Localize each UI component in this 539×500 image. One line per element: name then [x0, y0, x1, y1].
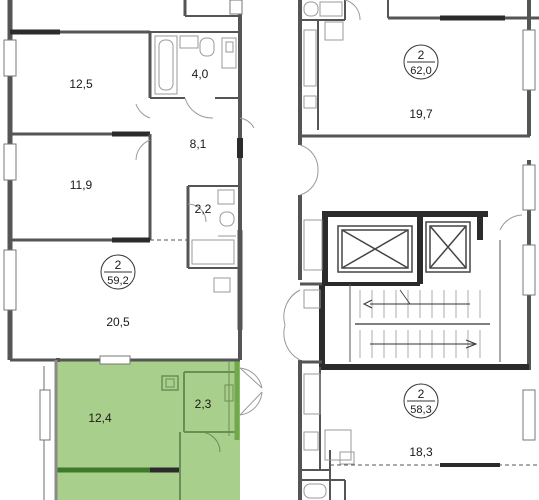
apartment-area-label: 62,0: [410, 65, 431, 77]
fixtures-right: [283, 0, 523, 499]
doors: [239, 367, 263, 416]
apartment-rooms-label: 2: [418, 387, 425, 401]
room-area-label: 2,2: [195, 202, 212, 216]
windows: [3, 0, 536, 441]
apartment-area-label: 59,2: [107, 275, 128, 287]
selected-apartment[interactable]: [56, 360, 240, 500]
room-area-label: 18,3: [409, 445, 433, 459]
room-area-label: 12,4: [88, 411, 112, 425]
room-area-label: 11,9: [70, 178, 93, 192]
room-area-label: 20,5: [106, 315, 130, 329]
apartment-rooms-label: 2: [418, 48, 425, 62]
apartment-area-label: 58,3: [410, 404, 431, 416]
fixtures-left: [135, 35, 255, 293]
room-area-label: 12,5: [69, 77, 93, 91]
apartment-badge-left[interactable]: 2 59,2: [100, 254, 136, 290]
staircase: [355, 289, 490, 358]
room-area-label: 19,7: [409, 107, 433, 121]
room-area-label: 8,1: [190, 137, 207, 151]
room-labels: 12,5 4,0 8,1 11,9 2,2 20,5 19,7 18,3 12,…: [69, 67, 433, 459]
apartment-rooms-label: 2: [115, 258, 122, 272]
room-area-label: 4,0: [192, 67, 209, 81]
room-area-label: 2,3: [195, 397, 212, 411]
apartment-badge-right-bottom[interactable]: 2 58,3: [403, 383, 439, 419]
apartment-badge-right-top[interactable]: 2 62,0: [403, 44, 439, 80]
elevator-shafts: [337, 221, 471, 273]
